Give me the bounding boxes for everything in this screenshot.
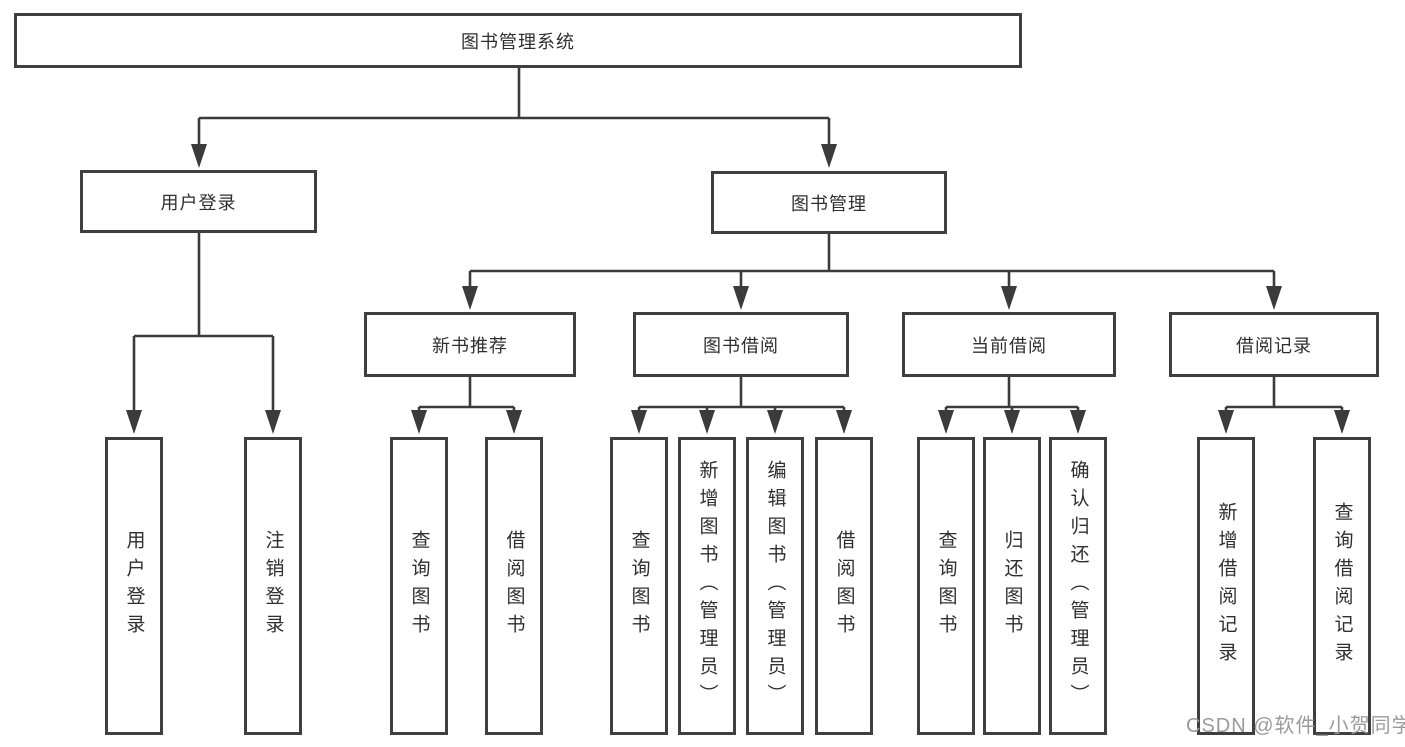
node-current-borrowing-label: 当前借阅 (971, 335, 1047, 356)
node-borrowing-records-label: 借阅记录 (1236, 335, 1312, 356)
node-user-login-label: 用户登录 (160, 192, 237, 213)
leaf-query-borrow-record-label: 查询借阅记录 (1331, 502, 1353, 670)
leaf-add-borrow-record-label: 新增借阅记录 (1215, 502, 1237, 670)
leaf-return-books: 归还图书 (983, 437, 1041, 735)
node-root: 图书管理系统 (14, 13, 1022, 68)
node-new-book-recommend: 新书推荐 (364, 312, 576, 377)
node-borrowing-records: 借阅记录 (1169, 312, 1379, 377)
leaf-query-books-current: 查询图书 (917, 437, 975, 735)
leaf-confirm-return-admin-label: 确认归还（管理员） (1067, 460, 1089, 712)
leaf-user-login: 用户登录 (105, 437, 163, 735)
node-root-label: 图书管理系统 (461, 31, 575, 52)
leaf-query-books-recommend-label: 查询图书 (408, 530, 430, 642)
leaf-add-books-admin-label: 新增图书（管理员） (696, 460, 718, 712)
leaf-borrow-books-recommend: 借阅图书 (485, 437, 543, 735)
leaf-borrow-books-recommend-label: 借阅图书 (503, 530, 525, 642)
leaf-query-books-recommend: 查询图书 (390, 437, 448, 735)
leaf-logout-label: 注销登录 (262, 530, 284, 642)
leaf-borrow-books-borrowing-label: 借阅图书 (833, 530, 855, 642)
node-book-borrowing: 图书借阅 (633, 312, 849, 377)
leaf-confirm-return-admin: 确认归还（管理员） (1049, 437, 1107, 735)
csdn-watermark: CSDN @软件_小贺同学 (1186, 715, 1405, 737)
leaf-add-books-admin: 新增图书（管理员） (678, 437, 736, 735)
node-book-management: 图书管理 (711, 171, 947, 234)
leaf-user-login-label: 用户登录 (123, 530, 145, 642)
leaf-edit-books-admin: 编辑图书（管理员） (746, 437, 804, 735)
leaf-query-books-borrowing-label: 查询图书 (628, 530, 650, 642)
leaf-query-borrow-record: 查询借阅记录 (1313, 437, 1371, 735)
node-current-borrowing: 当前借阅 (902, 312, 1116, 377)
leaf-logout: 注销登录 (244, 437, 302, 735)
node-new-book-recommend-label: 新书推荐 (432, 335, 508, 356)
leaf-borrow-books-borrowing: 借阅图书 (815, 437, 873, 735)
node-book-management-label: 图书管理 (791, 193, 867, 214)
leaf-query-books-current-label: 查询图书 (935, 530, 957, 642)
node-user-login: 用户登录 (80, 170, 317, 233)
leaf-query-books-borrowing: 查询图书 (610, 437, 668, 735)
leaf-edit-books-admin-label: 编辑图书（管理员） (764, 460, 786, 712)
node-book-borrowing-label: 图书借阅 (703, 335, 779, 356)
leaf-add-borrow-record: 新增借阅记录 (1197, 437, 1255, 735)
leaf-return-books-label: 归还图书 (1001, 530, 1023, 642)
